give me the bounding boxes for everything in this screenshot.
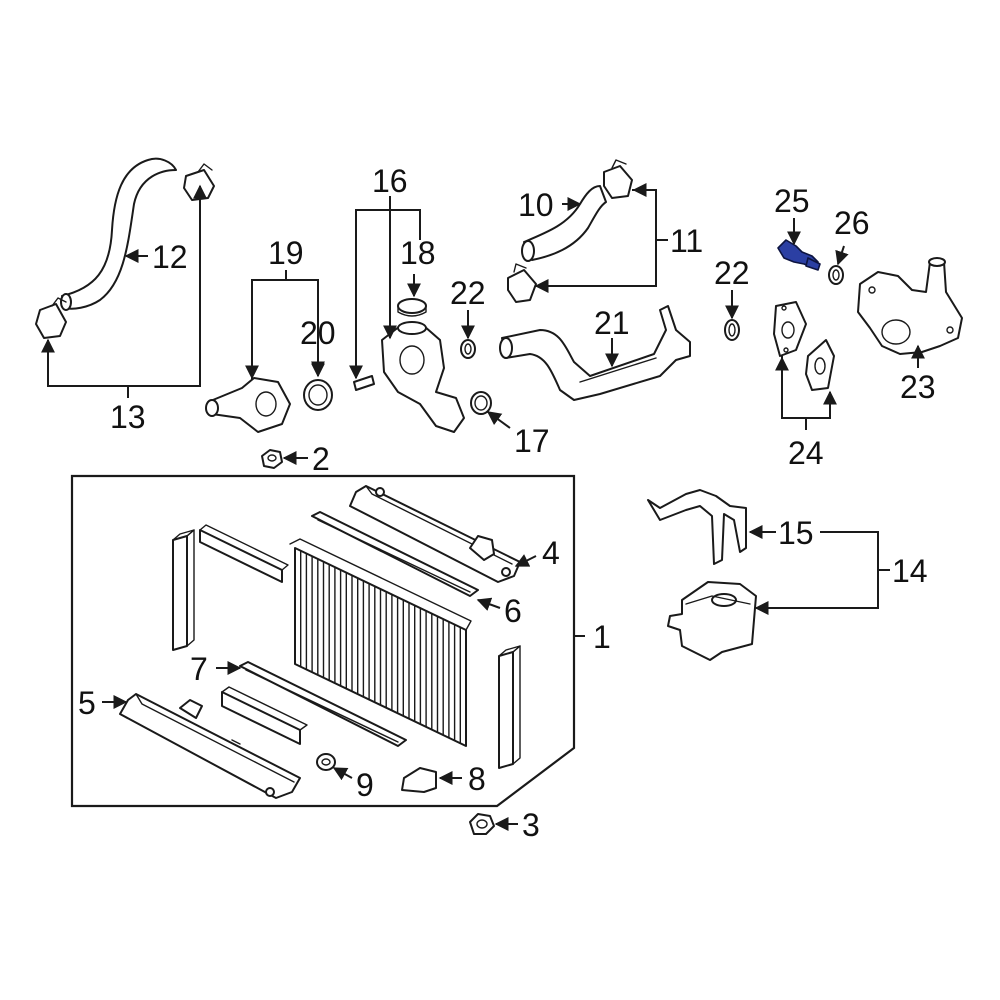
coolant-temperature-sensor: [777, 239, 821, 271]
callout-13: 13: [110, 399, 146, 435]
sensor-washer: [828, 265, 844, 285]
water-inlet-gasket-a: [773, 301, 807, 357]
callout-2: 2: [312, 441, 330, 477]
callout-23: 23: [900, 369, 936, 405]
coolant-outlet: [381, 321, 465, 433]
radiator-assembly-frame: [70, 474, 585, 808]
callout-8: 8: [468, 761, 486, 797]
callout-3: 3: [522, 807, 540, 843]
radiator-side-seal-right: [498, 645, 521, 769]
callout-6: 6: [504, 593, 522, 629]
radiator-lower-tank: [119, 693, 301, 799]
callout-4: 4: [542, 535, 560, 571]
callout-17: 17: [514, 423, 550, 459]
callout-26: 26: [834, 205, 870, 241]
hose-clamp-11b: [507, 263, 537, 303]
callout-15: 15: [778, 515, 814, 551]
leader-lines: [41, 183, 925, 831]
radiator-upper-tank: [349, 485, 521, 583]
radiator-core: [289, 538, 472, 747]
hose-clamp-11a: [603, 159, 633, 199]
thermostat-housing: [205, 377, 291, 433]
coolant-pipe: [499, 305, 691, 401]
callout-18: 18: [400, 235, 436, 271]
callout-16: 16: [372, 163, 408, 199]
radiator-bushing: [316, 753, 336, 771]
thermostat-gasket: [303, 379, 333, 411]
radiator-side-seal-left: [172, 529, 195, 651]
radiator-seal-upper: [199, 524, 289, 583]
o-ring-22a: [460, 339, 476, 359]
upper-cushion-nut: [261, 449, 283, 469]
outlet-stud: [353, 375, 375, 391]
radiator-seal-lower: [221, 686, 308, 745]
callout-20: 20: [300, 315, 336, 351]
callout-11: 11: [670, 223, 703, 259]
water-inlet-housing: [857, 257, 963, 355]
bypass-hose: [521, 185, 607, 262]
radiator-lower-gasket: [239, 661, 407, 747]
lower-cushion-nut: [469, 813, 495, 835]
coolant-reservoir: [667, 581, 757, 661]
radiator-cap: [397, 298, 427, 317]
callout-21: 21: [594, 305, 630, 341]
callout-12: 12: [152, 239, 188, 275]
callout-7: 7: [190, 651, 208, 687]
callout-25: 25: [774, 183, 810, 219]
callout-5: 5: [78, 685, 96, 721]
callout-labels: 1 2 3 4 5 6 7 8 9 10 11 12 13 14 15 16 1…: [78, 163, 936, 843]
radiator-upper-gasket: [311, 511, 479, 597]
callout-10: 10: [518, 187, 554, 223]
upper-radiator-hose: [60, 157, 177, 311]
callout-9: 9: [356, 767, 374, 803]
callout-22b: 22: [714, 255, 750, 291]
overflow-hose: [647, 489, 747, 565]
hose-clamp-13a: [35, 297, 67, 339]
radiator-bracket: [401, 767, 437, 793]
callout-19: 19: [268, 235, 304, 271]
callout-24: 24: [788, 435, 824, 471]
callout-22a: 22: [450, 275, 486, 311]
callout-14: 14: [892, 553, 928, 589]
outlet-gasket: [470, 391, 492, 415]
water-inlet-gasket-b: [805, 339, 835, 391]
callout-1: 1: [593, 619, 611, 655]
o-ring-22b: [724, 319, 740, 341]
